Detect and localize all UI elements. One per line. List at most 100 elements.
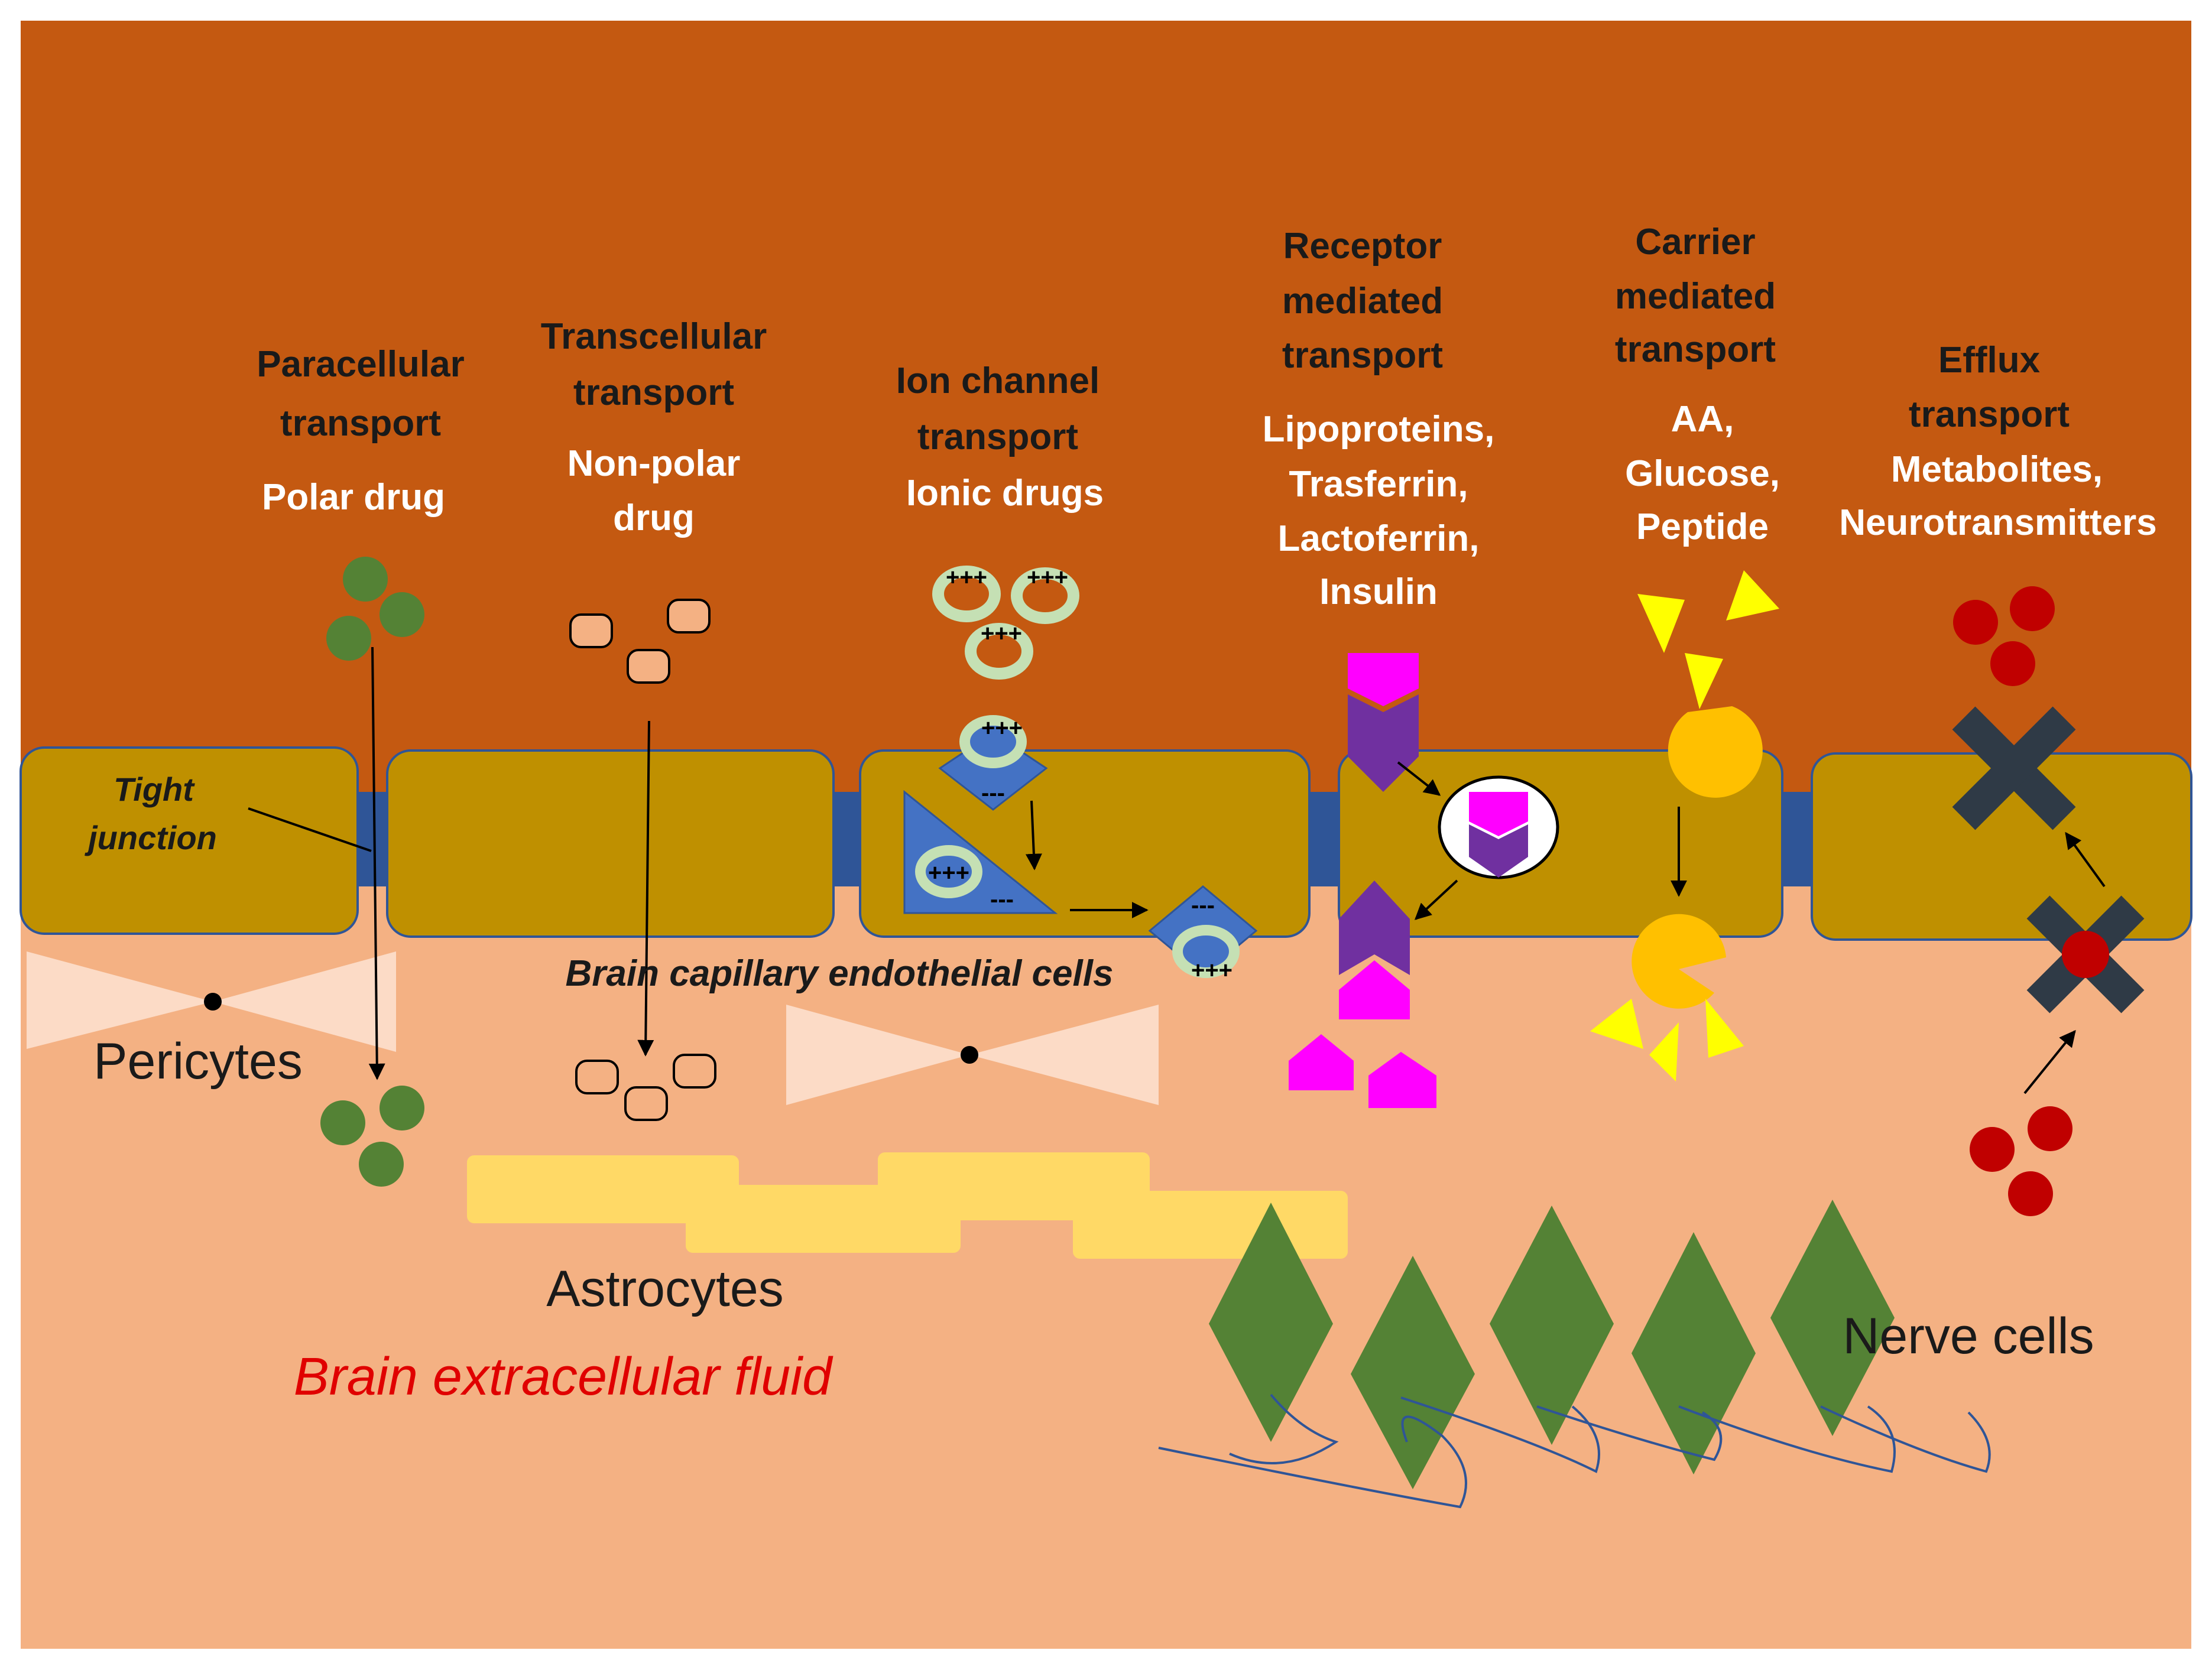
ion-in-carrier-exit	[1172, 925, 1240, 978]
polar-drug-blood	[326, 557, 424, 661]
carrier-protein-bottom	[1632, 914, 1726, 1009]
carrier-title-2: mediated	[1615, 276, 1776, 317]
nerve-cell-4	[1632, 1232, 1756, 1474]
efflux-section: Efflux transport Metabolites, Neurotrans…	[1839, 340, 2157, 1216]
nonpolar-drug-blood	[569, 599, 711, 684]
transcellular-drug-1: Non-polar	[567, 443, 741, 484]
ion-channel-title-2: transport	[917, 417, 1078, 457]
transcellular-section: Transcellular transport Non-polar drug	[541, 316, 767, 1121]
blood-lumen	[21, 21, 2191, 813]
ion-channel-neg: ---	[990, 886, 1014, 912]
polar-drug-brain	[320, 1086, 424, 1187]
carrier-drug-3: Peptide	[1636, 506, 1769, 547]
astrocyte-1	[467, 1155, 739, 1223]
ion-channel-title-1: Ion channel	[896, 360, 1099, 401]
vesicle-ligand	[1469, 792, 1528, 836]
pericyte-left-nucleus	[204, 993, 222, 1011]
carrier-substrate-brain	[1590, 999, 1744, 1081]
transcellular-arrow	[637, 720, 654, 1057]
pericyte-left	[27, 951, 396, 1052]
tight-junction-pointer	[248, 807, 372, 852]
receptor-bottom	[1339, 881, 1410, 975]
tight-junction-label-1: Tight	[113, 771, 195, 808]
ion-charge-3: +++	[981, 621, 1022, 647]
receptor-title-1: Receptor	[1283, 226, 1442, 267]
receptor-section: Receptor mediated transport Lipoproteins…	[1263, 226, 1559, 1108]
receptor-drug-3: Lactoferrin,	[1277, 518, 1479, 559]
nerve-cell-2	[1351, 1256, 1475, 1489]
carrier-substrate-blood	[1637, 570, 1779, 709]
efflux-title-2: transport	[1909, 394, 2070, 435]
endothelial-cell-2	[386, 749, 835, 938]
nerve-cells	[1209, 1200, 1895, 1489]
paracellular-arrow	[368, 647, 385, 1080]
ion-in-carrier-entry	[959, 715, 1027, 768]
efflux-substrate-blood	[1953, 586, 2055, 686]
ion-in-channel	[915, 845, 982, 898]
receptor-title-3: transport	[1282, 335, 1443, 376]
efflux-drug-1: Metabolites,	[1891, 449, 2103, 490]
receptor-drug-1: Lipoproteins,	[1263, 409, 1495, 450]
efflux-arrow-up	[2065, 831, 2106, 888]
tight-junction-label-2: junction	[84, 819, 217, 856]
ion-channel-section: Ion channel transport Ionic drugs +++ ++…	[896, 360, 1258, 983]
receptor-arrow-out	[1414, 879, 1458, 920]
paracellular-section: Paracellular transport Polar drug	[257, 344, 465, 1187]
ion-carrier-exit-charge: +++	[1191, 957, 1233, 983]
endothelial-cell-row	[20, 746, 2192, 941]
ion-carrier-entry-charge: +++	[981, 715, 1023, 741]
astrocyte-4	[1073, 1191, 1348, 1259]
paracellular-drug: Polar drug	[262, 477, 445, 518]
ion-carrier-entry-neg: ---	[981, 780, 1005, 806]
carrier-drug-2: Glucose,	[1625, 453, 1780, 494]
ligand-on-receptor	[1348, 653, 1419, 706]
efflux-pump-substrate	[2062, 931, 2109, 978]
ligand-released-3	[1368, 1052, 1436, 1108]
astrocytes-label: Astrocytes	[546, 1261, 783, 1317]
efflux-title-1: Efflux	[1938, 340, 2041, 381]
pericyte-right	[786, 1005, 1159, 1105]
efflux-drug-2: Neurotransmitters	[1839, 502, 2156, 543]
ion-channel-charge: +++	[928, 860, 969, 886]
receptor-drug-4: Insulin	[1319, 571, 1438, 612]
receptor-arrow-in	[1397, 761, 1441, 796]
endothelial-cells-label: Brain capillary endothelial cells	[566, 953, 1114, 994]
ion-arrow-down	[1025, 800, 1042, 870]
nerve-cell-1	[1209, 1203, 1333, 1442]
pericyte-right-nucleus	[961, 1046, 978, 1064]
brain-fluid-label: Brain extracellular fluid	[294, 1347, 833, 1406]
carrier-protein-top	[1668, 706, 1763, 798]
pericytes-label: Pericytes	[93, 1033, 303, 1090]
carrier-drug-1: AA,	[1671, 399, 1734, 440]
transcellular-title-1: Transcellular	[541, 316, 767, 357]
ionic-drug-blood	[932, 566, 1079, 680]
transcellular-title-2: transport	[573, 372, 734, 413]
nerve-cell-5	[1770, 1200, 1895, 1436]
ion-charge-1: +++	[946, 564, 987, 590]
efflux-arrow-in	[2023, 1029, 2076, 1094]
carrier-title-3: transport	[1615, 329, 1776, 370]
efflux-blocked-cross-top	[1952, 706, 2076, 830]
nonpolar-drug-brain	[575, 1054, 716, 1121]
nerve-cells-label: Nerve cells	[1843, 1308, 2094, 1365]
paracellular-title-1: Paracellular	[257, 344, 465, 385]
axons	[1158, 1393, 1991, 1509]
endothelial-cell-1	[20, 746, 359, 935]
tight-junction-1	[355, 792, 390, 886]
ligand-released-1	[1339, 960, 1410, 1019]
carrier-title-1: Carrier	[1635, 222, 1755, 262]
carrier-section: Carrier mediated transport AA, Glucose, …	[1590, 222, 1780, 1081]
receptor-top	[1348, 694, 1419, 792]
vesicle-receptor	[1469, 824, 1528, 878]
ion-charge-2: +++	[1027, 564, 1068, 590]
efflux-substrate-brain	[1970, 1106, 2072, 1216]
receptor-title-2: mediated	[1282, 281, 1443, 321]
ion-carrier-exit-neg: ---	[1191, 892, 1215, 918]
receptor-drug-2: Trasferrin,	[1289, 464, 1468, 505]
transcellular-drug-2: drug	[613, 498, 695, 538]
ion-channel-drug: Ionic drugs	[906, 473, 1104, 514]
ligand-released-2	[1289, 1034, 1354, 1090]
paracellular-title-2: transport	[280, 403, 441, 444]
nerve-cell-3	[1490, 1206, 1614, 1445]
